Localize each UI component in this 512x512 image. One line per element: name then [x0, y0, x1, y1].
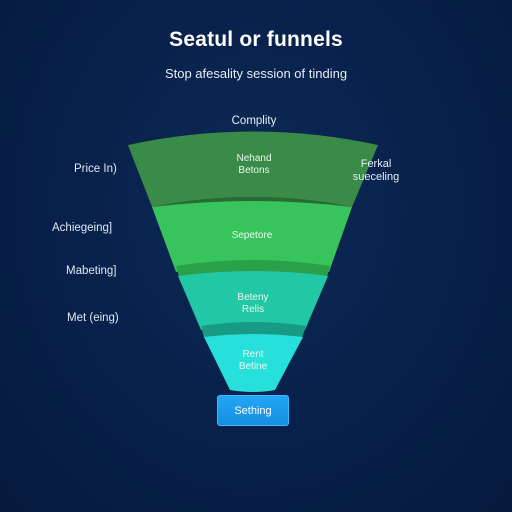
- funnel-right-label: Ferkal sueceling: [346, 158, 406, 184]
- segment-4-label-line-2: Betine: [238, 361, 268, 372]
- segment-1-label: Nehand Betons: [194, 153, 314, 177]
- segment-4-label: Rent Betine: [193, 349, 313, 373]
- funnel-segment-1: [128, 131, 378, 207]
- funnel-segment-1-edge: [152, 197, 352, 214]
- funnel-segment-3-edge: [201, 322, 306, 338]
- segment-4-label-line-1: Rent: [242, 349, 264, 360]
- sething-button-label: Sething: [234, 404, 272, 417]
- funnel-segment-4: [204, 334, 303, 392]
- right-label-line-1: Ferkal: [360, 158, 392, 170]
- segment-3-label-line-2: Relis: [241, 304, 265, 315]
- funnel-segment-2: [152, 201, 352, 272]
- diagram-title: Seatul or funnels: [169, 28, 343, 51]
- diagram-subtitle: Stop afesality session of tinding: [164, 66, 348, 81]
- segment-2-label: Sepetore: [192, 230, 312, 242]
- left-label-3: Mabeting]: [66, 265, 117, 277]
- funnel-top-label: Complity: [231, 115, 277, 127]
- sething-button[interactable]: Sething: [217, 395, 289, 426]
- left-label-4: Met (eing): [67, 312, 119, 324]
- segment-1-label-line-2: Betons: [238, 165, 270, 176]
- funnel-segment-3: [178, 271, 328, 330]
- segment-1-label-line-1: Nehand: [236, 153, 272, 164]
- right-label-line-2: sueceling: [352, 171, 400, 183]
- segment-3-label-line-1: Beteny: [237, 292, 269, 303]
- left-label-2: Achiegeing]: [52, 222, 113, 234]
- segment-2-label-line-1: Sepetore: [231, 230, 273, 241]
- left-label-1: Price In): [74, 163, 117, 175]
- segment-3-label: Beteny Relis: [193, 292, 313, 316]
